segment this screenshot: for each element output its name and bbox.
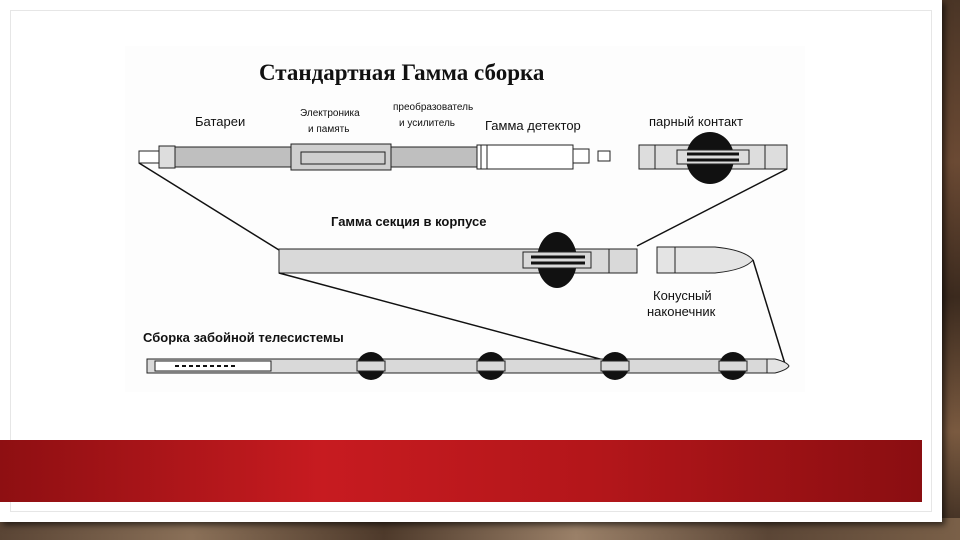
gamma-detector-body bbox=[476, 144, 574, 170]
label-electronics-2: и память bbox=[308, 124, 349, 135]
battery-tube bbox=[174, 146, 292, 168]
converter-tube bbox=[390, 146, 478, 168]
label-assembly: Сборка забойной телесистемы bbox=[143, 330, 344, 345]
connector-line bbox=[752, 259, 786, 365]
diagram-title: Стандартная Гамма сборка bbox=[259, 60, 545, 85]
connector-line bbox=[636, 168, 788, 247]
label-cone-tip-1: Конусный bbox=[653, 288, 712, 303]
telemetry-assembly bbox=[146, 352, 790, 380]
label-converter-2: и усилитель bbox=[399, 118, 455, 129]
top-assembly bbox=[138, 132, 788, 184]
electronics-module bbox=[290, 143, 392, 171]
detector-pin bbox=[572, 148, 590, 164]
gamma-assembly-diagram: Стандартная Гамма сборка Батареи Электро… bbox=[138, 60, 790, 380]
label-gamma-section: Гамма секция в корпусе bbox=[331, 214, 487, 229]
brick-floor-background bbox=[0, 518, 960, 540]
connector-line bbox=[278, 272, 612, 363]
slide: Стандартная Гамма сборка Батареи Электро… bbox=[0, 0, 942, 522]
end-cap bbox=[138, 150, 160, 164]
slide-frame bbox=[10, 10, 932, 512]
battery-connector bbox=[158, 145, 176, 169]
label-gamma-detector: Гамма детектор bbox=[485, 118, 581, 133]
label-electronics-1: Электроника bbox=[300, 108, 360, 119]
connector-line bbox=[138, 162, 280, 251]
label-paired-contact: парный контакт bbox=[649, 114, 743, 129]
gamma-assembly-figure: Стандартная Гамма сборка Батареи Электро… bbox=[125, 46, 805, 392]
gamma-section-housing bbox=[278, 232, 638, 288]
cone-tip bbox=[656, 246, 754, 274]
red-accent-band bbox=[0, 440, 922, 502]
label-converter-1: преобразователь bbox=[393, 101, 473, 113]
label-batteries: Батареи bbox=[195, 114, 245, 129]
label-cone-tip-2: наконечник bbox=[647, 304, 716, 319]
